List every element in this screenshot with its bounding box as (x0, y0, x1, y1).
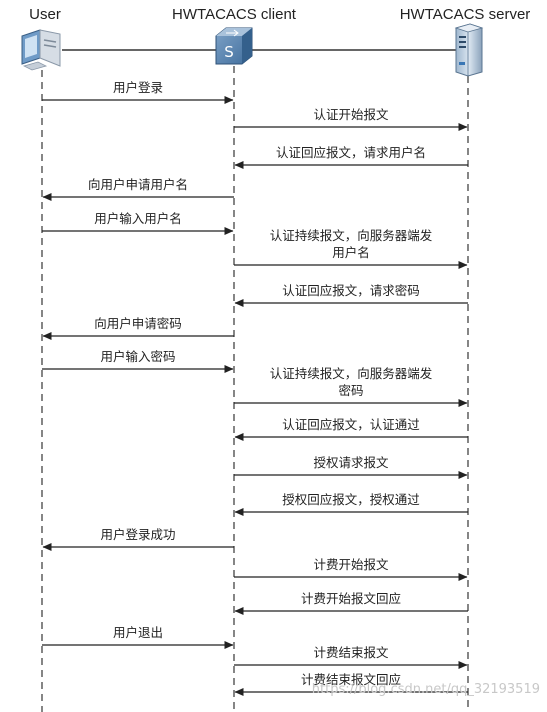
message-label: 用户退出 (113, 625, 163, 640)
participant-client-label: HWTACACS client (172, 6, 297, 23)
message-label: 认证持续报文，向服务器端发 (270, 228, 433, 243)
message-server-to-client: 认证回应报文，请求用户名 (234, 145, 468, 169)
watermark: https://blog.csdn.net/qq_32193519 (312, 682, 540, 697)
message-label: 认证回应报文，请求密码 (282, 283, 420, 298)
message-label: 认证回应报文，认证通过 (282, 417, 420, 432)
message-label: 用户登录 (113, 80, 163, 95)
message-label: 用户名 (332, 245, 370, 260)
message-client-to-user: 用户登录成功 (42, 527, 234, 551)
message-label: 计费开始报文回应 (301, 591, 401, 606)
message-label: 计费开始报文 (313, 557, 389, 572)
message-server-to-client: 计费开始报文回应 (234, 591, 468, 615)
message-server-to-client: 认证回应报文，请求密码 (234, 283, 468, 307)
message-client-to-server: 计费开始报文 (234, 557, 468, 581)
message-server-to-client: 认证回应报文，认证通过 (234, 417, 468, 441)
message-list: 用户登录认证开始报文认证回应报文，请求用户名向用户申请用户名用户输入用户名认证持… (42, 80, 468, 696)
participant-server-label: HWTACACS server (400, 6, 531, 23)
message-client-to-server: 认证开始报文 (234, 107, 468, 131)
message-client-to-user: 向用户申请用户名 (42, 177, 234, 201)
message-label: 密码 (338, 383, 363, 398)
participant-user-label: User (29, 6, 61, 23)
message-user-to-client: 用户退出 (42, 625, 234, 649)
message-label: 计费结束报文 (313, 645, 389, 660)
message-server-to-client: 计费结束报文回应 (234, 672, 468, 696)
message-label: 用户输入密码 (100, 349, 175, 364)
message-user-to-client: 用户输入用户名 (42, 211, 234, 235)
message-label: 授权回应报文，授权通过 (282, 492, 420, 507)
message-client-to-server: 计费结束报文 (234, 645, 468, 669)
message-client-to-user: 向用户申请密码 (42, 316, 234, 340)
message-user-to-client: 用户输入密码 (42, 349, 234, 373)
svg-text:S: S (224, 43, 234, 61)
message-label: 用户输入用户名 (94, 211, 182, 226)
message-server-to-client: 授权回应报文，授权通过 (234, 492, 468, 516)
message-user-to-client: 用户登录 (42, 80, 234, 104)
switch-icon: S (215, 27, 253, 65)
message-label: 用户登录成功 (100, 527, 175, 542)
message-label: 授权请求报文 (313, 455, 389, 470)
message-label: 计费结束报文回应 (301, 672, 401, 687)
message-label: 认证回应报文，请求用户名 (276, 145, 426, 160)
server-icon (454, 23, 484, 77)
message-label: 向用户申请密码 (94, 316, 182, 331)
message-label: 认证持续报文，向服务器端发 (270, 366, 433, 381)
message-label: 向用户申请用户名 (88, 177, 188, 192)
message-client-to-server: 授权请求报文 (234, 455, 468, 479)
pc-icon (21, 29, 61, 71)
message-label: 认证开始报文 (313, 107, 389, 122)
